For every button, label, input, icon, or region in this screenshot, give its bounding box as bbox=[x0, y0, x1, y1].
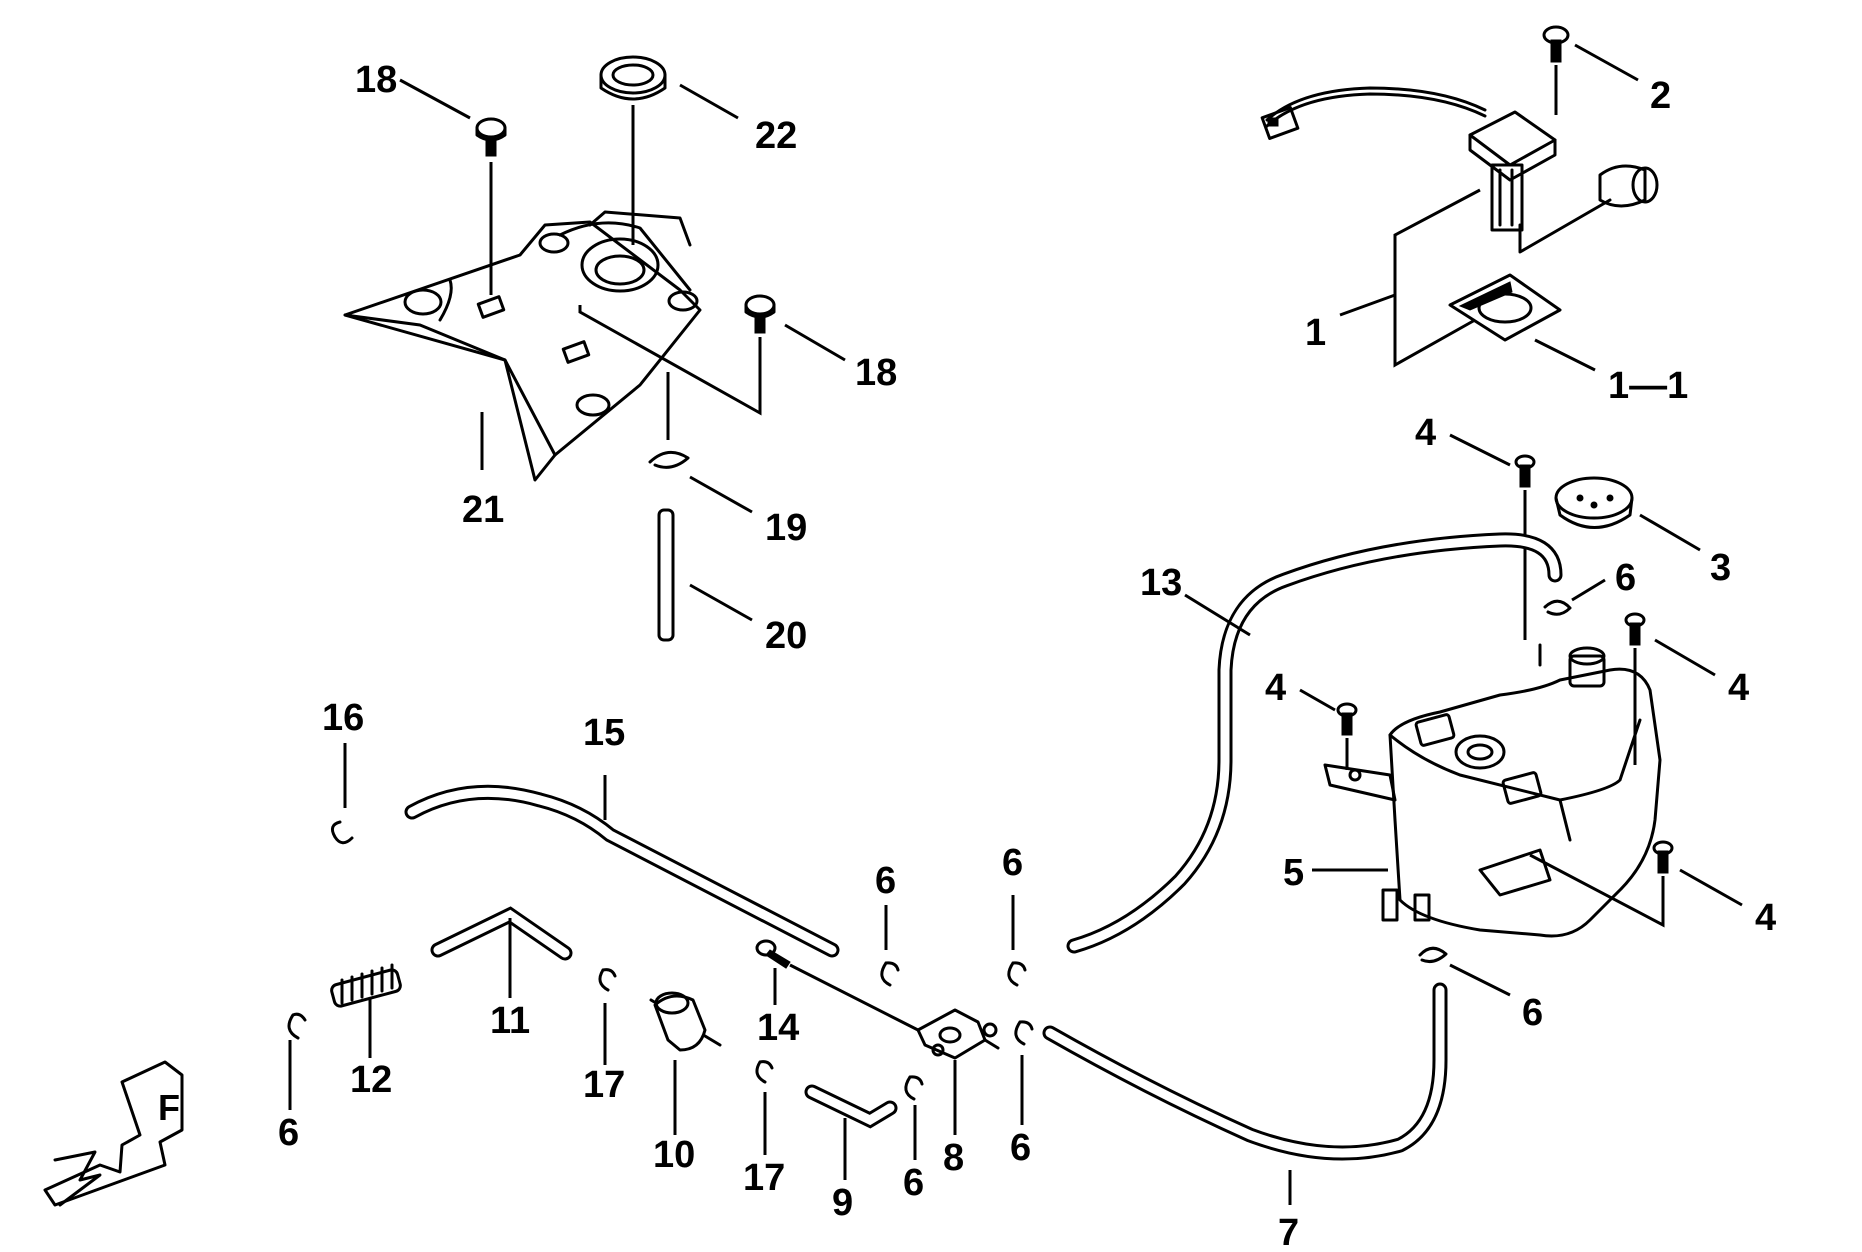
label-20: 20 bbox=[765, 615, 807, 657]
label-7: 7 bbox=[1278, 1212, 1299, 1252]
label-11: 11 bbox=[490, 1000, 530, 1042]
label-16: 16 bbox=[322, 697, 364, 739]
label-21: 21 bbox=[462, 489, 504, 531]
label-22: 22 bbox=[755, 115, 797, 157]
part-18-bolt-left bbox=[475, 117, 507, 295]
part-12-spring bbox=[330, 963, 402, 1008]
label-6-tank-bottom: 6 bbox=[1522, 992, 1543, 1034]
part-5-fuel-tank bbox=[1323, 643, 1662, 938]
part-6-clip-left bbox=[287, 1012, 307, 1040]
part-20-pin bbox=[657, 508, 675, 642]
label-10: 10 bbox=[653, 1134, 695, 1176]
part-6-clip-mid-a bbox=[880, 961, 900, 987]
label-12: 12 bbox=[350, 1059, 392, 1101]
leader-lines bbox=[288, 43, 1743, 1205]
part-6-clip-tank-bottom bbox=[1418, 946, 1448, 963]
label-6-mid-c: 6 bbox=[903, 1162, 924, 1204]
part-4-bolt-a bbox=[1514, 454, 1536, 640]
part-8-fuel-cock bbox=[789, 963, 1000, 1060]
label-18-top: 18 bbox=[355, 59, 397, 101]
part-6-clip-mid-c bbox=[904, 1075, 924, 1101]
label-1-1: 1—1 bbox=[1608, 365, 1688, 407]
part-number-labels: 18 22 18 21 19 20 2 1 1—1 4 3 6 4 4 4 5 … bbox=[278, 59, 1776, 1252]
label-2: 2 bbox=[1650, 75, 1671, 117]
part-21-cover-plate bbox=[343, 210, 702, 482]
label-6-tank-top: 6 bbox=[1615, 557, 1636, 599]
part-6-clip-tank-top bbox=[1543, 599, 1572, 616]
label-3: 3 bbox=[1710, 547, 1731, 589]
part-4-bolt-d bbox=[1529, 840, 1674, 928]
label-4-bottom: 4 bbox=[1755, 897, 1776, 939]
label-6-mid-a: 6 bbox=[875, 860, 896, 902]
part-18-bolt-right bbox=[578, 294, 776, 416]
label-13: 13 bbox=[1140, 562, 1182, 604]
part-19-clip bbox=[648, 372, 690, 469]
part-4-bolt-c bbox=[1336, 702, 1358, 770]
part-7-fuel-hose bbox=[1042, 982, 1448, 1161]
part-9-bent-pipe bbox=[804, 1084, 898, 1129]
label-17-upper: 17 bbox=[583, 1064, 625, 1106]
part-14-screw bbox=[755, 939, 791, 969]
label-15: 15 bbox=[583, 712, 625, 754]
label-6-mid-d: 6 bbox=[1010, 1127, 1031, 1169]
label-1: 1 bbox=[1305, 312, 1326, 354]
label-19: 19 bbox=[765, 507, 807, 549]
part-6-clip-mid-b bbox=[1007, 961, 1027, 987]
part-10-fuel-filter bbox=[649, 991, 722, 1052]
label-17-lower: 17 bbox=[743, 1157, 785, 1199]
part-6-clip-mid-d bbox=[1014, 1020, 1034, 1046]
front-marker-letter: F bbox=[158, 1087, 180, 1128]
label-18-right: 18 bbox=[855, 352, 897, 394]
label-4-right: 4 bbox=[1728, 667, 1749, 709]
part-3-filler-cap bbox=[1554, 476, 1634, 529]
label-5: 5 bbox=[1283, 852, 1304, 894]
label-4-top: 4 bbox=[1415, 412, 1436, 454]
part-11-l-pipe bbox=[430, 906, 573, 961]
label-14: 14 bbox=[757, 1007, 799, 1049]
part-1-fuel-gauge-sender bbox=[1260, 86, 1659, 368]
front-direction-marker: F bbox=[43, 1060, 184, 1207]
label-6-mid-b: 6 bbox=[1002, 842, 1023, 884]
label-6-left: 6 bbox=[278, 1112, 299, 1154]
part-13-breather-hose bbox=[1066, 532, 1563, 954]
part-17-clip-lower bbox=[755, 1060, 774, 1084]
part-2-screw bbox=[1542, 25, 1570, 115]
part-1-1-gasket bbox=[1448, 273, 1562, 342]
label-4-left: 4 bbox=[1265, 667, 1286, 709]
label-9: 9 bbox=[832, 1182, 853, 1224]
part-15-fuel-hose bbox=[404, 784, 840, 958]
label-8: 8 bbox=[943, 1137, 964, 1179]
part-22-grommet bbox=[599, 55, 667, 245]
part-16-clip bbox=[330, 820, 354, 845]
part-17-clip-upper bbox=[598, 968, 617, 992]
part-4-bolt-b bbox=[1624, 612, 1646, 765]
